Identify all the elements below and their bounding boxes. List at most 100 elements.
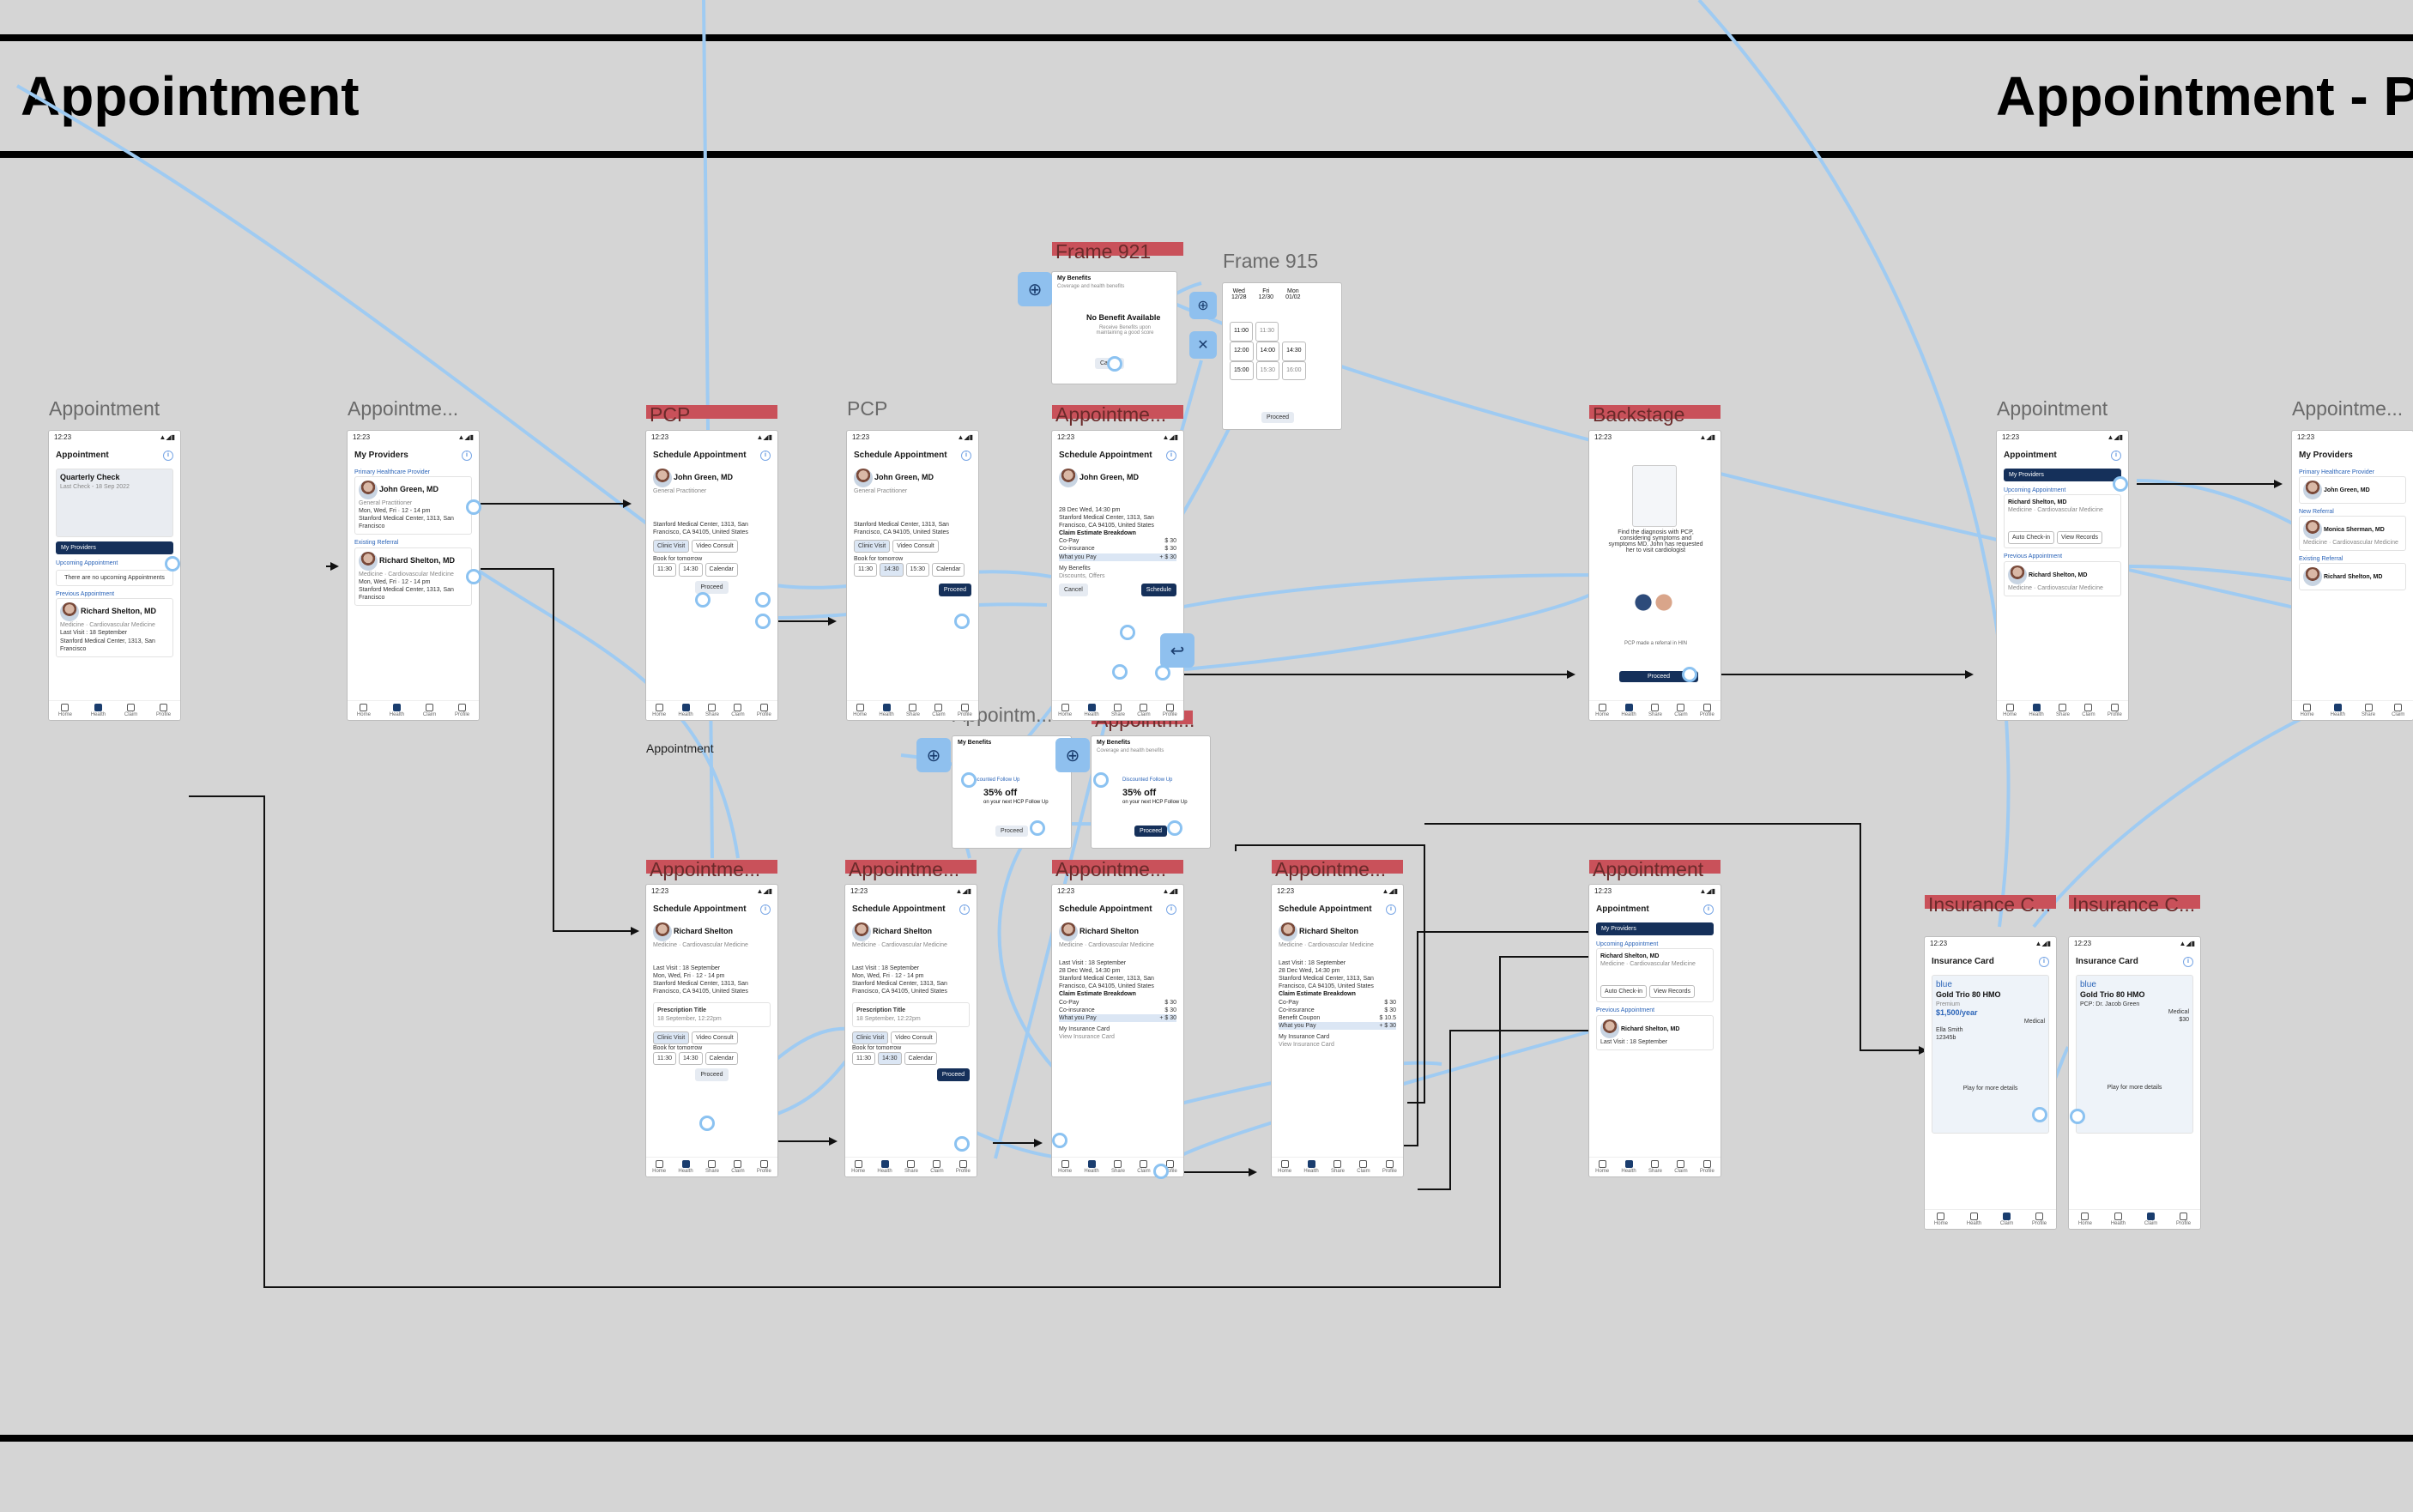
nav-profile[interactable]: Profile — [1700, 704, 1714, 717]
slot-chip[interactable]: 16:00 — [1282, 360, 1306, 381]
proceed-button[interactable]: Proceed — [695, 1067, 729, 1082]
nav-claim[interactable]: Claim — [124, 704, 137, 717]
nav-health[interactable]: Health — [678, 1160, 693, 1174]
slot-chip[interactable]: 15:00 — [1230, 360, 1254, 381]
previous-card[interactable]: Richard Shelton, MD Last Visit : 18 Sept… — [1596, 1014, 1714, 1050]
connection-node[interactable] — [466, 499, 481, 515]
nav-share[interactable]: Share — [1111, 1160, 1125, 1174]
info-icon[interactable]: i — [1166, 451, 1176, 461]
benefits-link[interactable]: My Benefits — [1059, 565, 1091, 572]
nav-home[interactable]: Home — [1058, 704, 1072, 717]
nav-share[interactable]: Share — [2362, 704, 2375, 717]
nav-health[interactable]: Health — [1084, 1160, 1099, 1174]
previous-card[interactable]: Richard Shelton, MD Medicine · Cardiovas… — [2004, 560, 2121, 596]
nav-profile[interactable]: Profile — [2176, 1213, 2191, 1226]
info-icon[interactable]: i — [163, 451, 173, 461]
connection-node[interactable] — [1120, 625, 1135, 640]
add-screen-icon[interactable]: ⊕ — [1018, 272, 1052, 306]
connection-node[interactable] — [755, 592, 771, 608]
nav-share[interactable]: Share — [1111, 704, 1125, 717]
nav-claim[interactable]: Claim — [1674, 704, 1688, 717]
slot-chip[interactable]: 14:00 — [1255, 341, 1280, 361]
proceed-button[interactable]: Proceed — [1261, 412, 1295, 423]
nav-health[interactable]: Health — [1084, 704, 1099, 717]
insurance-card-link[interactable]: My Insurance Card — [1059, 1025, 1110, 1032]
nav-health[interactable]: Health — [879, 704, 894, 717]
calendar-chip[interactable]: Calendar — [705, 1051, 738, 1065]
video-consult-chip[interactable]: Video Consult — [692, 540, 738, 553]
nav-share[interactable]: Share — [705, 704, 719, 717]
nav-claim[interactable]: Claim — [932, 704, 946, 717]
clinic-visit-chip[interactable]: Clinic Visit — [653, 1031, 690, 1044]
nav-health[interactable]: Health — [877, 1160, 892, 1174]
provider-card[interactable]: Richard Shelton, MD — [2299, 563, 2406, 591]
nav-home[interactable]: Home — [1278, 1160, 1291, 1174]
slot-chip[interactable]: 12:00 — [1230, 341, 1254, 361]
connection-node[interactable] — [1153, 1164, 1169, 1179]
nav-health[interactable]: Health — [2029, 704, 2044, 717]
slot-chip[interactable]: 14:30 — [679, 1051, 703, 1065]
nav-claim[interactable]: Claim — [423, 704, 436, 717]
nav-health[interactable]: Health — [390, 704, 404, 717]
nav-claim[interactable]: Claim — [2082, 704, 2096, 717]
auto-checkin-button[interactable]: Auto Check-in — [2008, 531, 2054, 545]
my-providers-button[interactable]: My Providers — [2004, 469, 2121, 482]
calendar-chip[interactable]: Calendar — [904, 1051, 937, 1065]
connection-node[interactable] — [2032, 1107, 2047, 1122]
info-icon[interactable]: i — [1166, 904, 1176, 915]
nav-health[interactable]: Health — [678, 704, 693, 717]
connection-node[interactable] — [699, 1116, 715, 1131]
proceed-button[interactable]: Proceed — [695, 580, 729, 594]
close-icon[interactable]: ✕ — [1189, 331, 1217, 359]
nav-profile[interactable]: Profile — [156, 704, 171, 717]
connection-node[interactable] — [466, 569, 481, 584]
nav-home[interactable]: Home — [2301, 704, 2314, 717]
connection-node[interactable] — [1155, 665, 1170, 680]
slot-chip[interactable]: 14:30 — [878, 1051, 902, 1065]
quarterly-card[interactable]: Quarterly Check Last Check - 18 Sep 2022 — [56, 469, 173, 537]
nav-home[interactable]: Home — [1595, 1160, 1609, 1174]
nav-health[interactable]: Health — [2111, 1213, 2126, 1226]
connection-node[interactable] — [1093, 772, 1109, 788]
auto-checkin-button[interactable]: Auto Check-in — [1600, 985, 1647, 999]
nav-share[interactable]: Share — [2056, 704, 2070, 717]
nav-claim[interactable]: Claim — [1137, 1160, 1151, 1174]
info-icon[interactable]: i — [961, 451, 971, 461]
connection-node[interactable] — [1107, 356, 1122, 372]
my-providers-button[interactable]: My Providers — [56, 541, 173, 555]
insurance-card-link[interactable]: My Insurance Card — [1279, 1033, 1330, 1040]
nav-profile[interactable]: Profile — [757, 704, 771, 717]
nav-profile[interactable]: Profile — [757, 1160, 771, 1174]
nav-home[interactable]: Home — [2003, 704, 2017, 717]
info-icon[interactable]: i — [462, 451, 472, 461]
cancel-button[interactable]: Cancel — [1059, 583, 1088, 596]
nav-profile[interactable]: Profile — [455, 704, 469, 717]
insurance-card[interactable]: blue Gold Trio 80 HMO Premium $1,500/yea… — [1932, 975, 2049, 1134]
nav-profile[interactable]: Profile — [2108, 704, 2122, 717]
nav-profile[interactable]: Profile — [1700, 1160, 1714, 1174]
clinic-visit-chip[interactable]: Clinic Visit — [854, 540, 891, 553]
connection-node[interactable] — [165, 556, 180, 572]
connection-node[interactable] — [961, 772, 977, 788]
connection-node[interactable] — [954, 614, 970, 629]
connection-node[interactable] — [1052, 1133, 1067, 1148]
proceed-button[interactable]: Proceed — [1134, 826, 1168, 837]
nav-share[interactable]: Share — [906, 704, 920, 717]
nav-health[interactable]: Health — [91, 704, 106, 717]
nav-share[interactable]: Share — [1648, 1160, 1662, 1174]
my-providers-button[interactable]: My Providers — [1596, 922, 1714, 936]
slot-chip[interactable]: 11:00 — [1230, 322, 1253, 342]
nav-home[interactable]: Home — [1934, 1213, 1948, 1226]
nav-health[interactable]: Health — [1967, 1213, 1981, 1226]
info-icon[interactable]: i — [760, 904, 771, 915]
slot-chip[interactable]: 11:30 — [653, 563, 676, 577]
nav-claim[interactable]: Claim — [1137, 704, 1151, 717]
nav-claim[interactable]: Claim — [2000, 1213, 2013, 1226]
nav-claim[interactable]: Claim — [930, 1160, 944, 1174]
slot-chip[interactable]: 11:30 — [653, 1051, 676, 1065]
info-icon[interactable]: i — [2111, 451, 2121, 461]
nav-claim[interactable]: Claim — [1357, 1160, 1370, 1174]
